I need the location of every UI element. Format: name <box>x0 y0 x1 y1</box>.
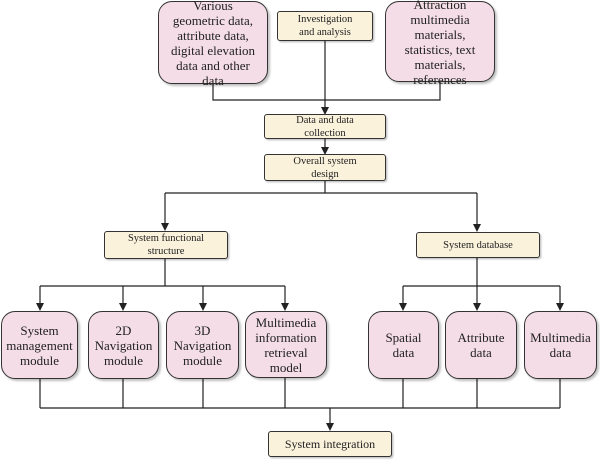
attribute-data-label: Attribute data <box>457 330 505 360</box>
connector-attraction-to-collection <box>325 82 441 101</box>
various-data-label: Various geometric data, attribute data, … <box>170 0 256 88</box>
nav3d-module-label: 3D Navigation module <box>173 322 232 368</box>
multimedia-data-label: Multimedia data <box>530 330 591 360</box>
integration-label: System integration <box>284 436 376 451</box>
data-collection-label: Data and data collection <box>296 114 354 139</box>
spatial-data-box: Spatial data <box>368 311 439 379</box>
multimedia-retrieval-box: Multimedia information retrieval model <box>245 311 327 378</box>
management-module-label: System management module <box>6 322 73 368</box>
functional-structure-box: System functional structure <box>104 231 228 259</box>
connector-various-to-collection <box>212 84 325 101</box>
integration-box: System integration <box>268 431 392 457</box>
system-database-box: System database <box>416 232 540 258</box>
system-database-label: System database <box>443 239 513 251</box>
attraction-box: Attraction multimedia materials, statist… <box>385 0 495 87</box>
attraction-label: Attraction multimedia materials, statist… <box>404 0 476 87</box>
overall-design-box: Overall system design <box>264 154 386 181</box>
various-data-box: Various geometric data, attribute data, … <box>158 0 268 88</box>
nav3d-module-box: 3D Navigation module <box>166 311 239 379</box>
overall-design-label: Overall system design <box>293 155 357 180</box>
connector-bottom-drops <box>39 378 561 408</box>
management-module-box: System management module <box>1 311 78 379</box>
nav2d-module-label: 2D Navigation module <box>94 322 153 368</box>
functional-structure-label: System functional structure <box>127 233 205 257</box>
spatial-data-label: Spatial data <box>385 330 422 360</box>
multimedia-data-box: Multimedia data <box>524 311 597 379</box>
investigation-box: Investigation and analysis <box>277 11 373 41</box>
data-collection-box: Data and data collection <box>264 114 386 139</box>
investigation-label: Investigation and analysis <box>297 14 353 38</box>
multimedia-retrieval-label: Multimedia information retrieval model <box>255 314 317 375</box>
nav2d-module-box: 2D Navigation module <box>88 311 159 379</box>
attribute-data-box: Attribute data <box>445 311 517 379</box>
